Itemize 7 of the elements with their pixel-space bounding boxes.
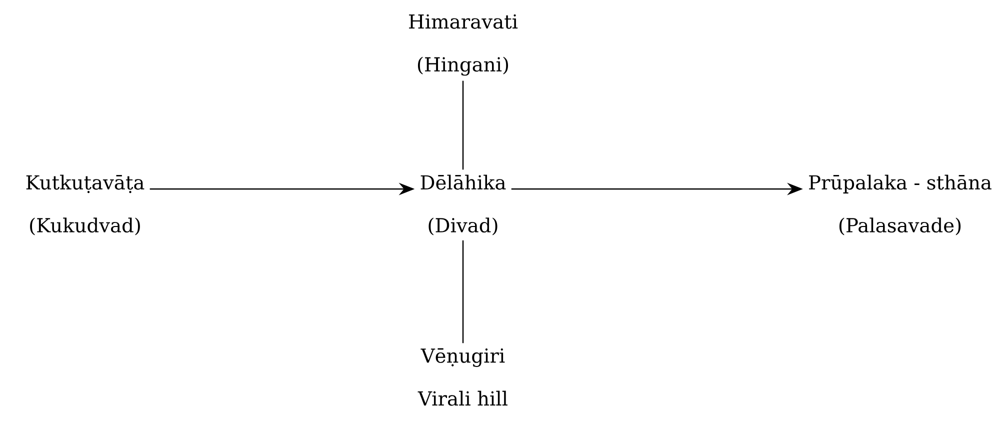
place-label: Vēṇugiri Virali hill [418,348,508,406]
place-label: Dēlāhika (Divad) [420,174,506,236]
place-label: Himaravati (Hingani) [409,14,518,76]
connector-line [462,240,464,344]
place-label: Prūpalaka - sthāna (Palasavade) [809,174,992,236]
connector-line [462,80,464,170]
place-label: Kutkuṭavāṭa (Kukudvad) [26,174,144,236]
